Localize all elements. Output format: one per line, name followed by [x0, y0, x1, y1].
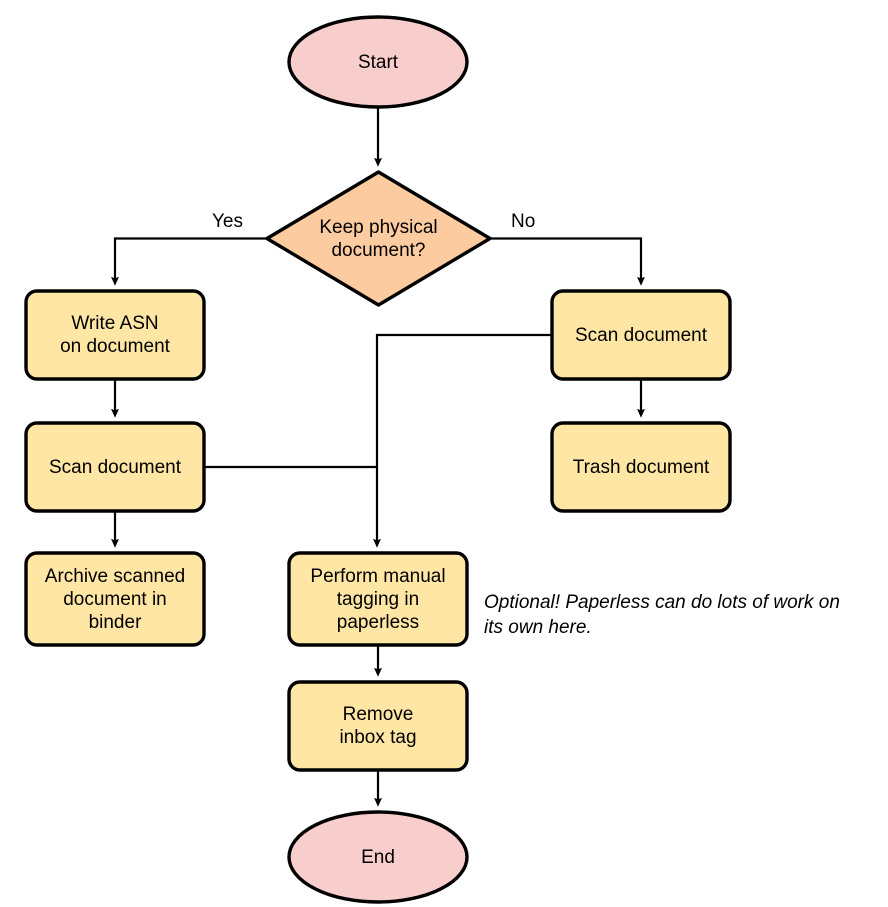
node-start[interactable] [287, 15, 469, 109]
node-trash-document-hit[interactable] [552, 423, 730, 511]
node-scan-document-left-hit[interactable] [26, 423, 204, 511]
edge-label-yes: Yes [210, 211, 245, 232]
node-write-asn-on-document[interactable] [24, 289, 206, 381]
edge-decision-to-scan-right [490, 237, 645, 286]
edge-scan-right-to-tagging [373, 333, 552, 548]
edge-label-no: No [509, 211, 538, 232]
node-write-asn-on-document-hit[interactable] [26, 291, 204, 379]
node-archive-scanned-document-hit[interactable] [26, 553, 204, 645]
edge-decision-to-write-asn [111, 237, 267, 286]
node-remove-inbox-tag-hit[interactable] [289, 682, 467, 770]
node-keep-physical-document-hit[interactable] [267, 172, 490, 305]
node-scan-document-right[interactable] [550, 289, 732, 381]
node-perform-manual-tagging-hit[interactable] [289, 553, 467, 645]
node-perform-manual-tagging[interactable] [287, 551, 469, 647]
node-remove-inbox-tag[interactable] [287, 680, 469, 772]
node-scan-document-right-hit[interactable] [552, 291, 730, 379]
node-scan-document-left[interactable] [24, 421, 206, 513]
node-archive-scanned-document[interactable] [24, 551, 206, 647]
node-end[interactable] [287, 810, 469, 904]
node-start-hit[interactable] [289, 17, 467, 107]
node-keep-physical-document[interactable] [265, 170, 492, 307]
optional-note-text: Optional! Paperless can do lots of work … [484, 592, 840, 638]
node-end-hit[interactable] [289, 812, 467, 902]
node-trash-document[interactable] [550, 421, 732, 513]
